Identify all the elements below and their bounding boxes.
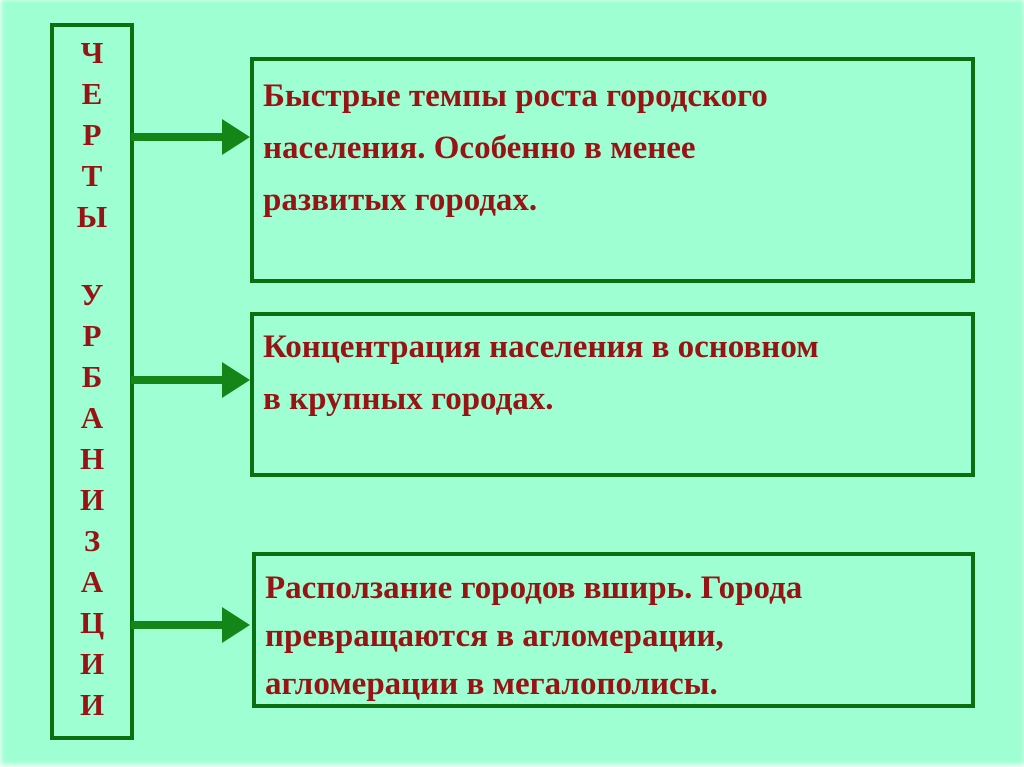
feature-box-1-line-1: Быстрые темпы роста городского [263, 78, 768, 114]
arrow-shaft [131, 133, 225, 141]
vertical-letter: Р [82, 117, 102, 152]
vertical-letter: И [79, 482, 105, 517]
vertical-letter: И [79, 646, 105, 681]
vertical-letter: Т [81, 158, 103, 193]
feature-box-2-line-2: в крупных городах. [263, 381, 554, 417]
vertical-letter: Ч [80, 35, 104, 70]
vertical-letter: Ы [76, 199, 108, 234]
vertical-letter: И [79, 687, 105, 722]
vertical-letter: А [80, 400, 104, 435]
feature-box-3-line-3: агломерации в мегалополисы. [265, 666, 718, 702]
arrow-shaft [131, 376, 225, 384]
arrow-1 [131, 119, 250, 155]
vertical-letter: Н [79, 441, 105, 476]
vertical-letter: З [83, 523, 101, 558]
vertical-letter: А [80, 564, 104, 599]
arrow-3 [131, 607, 250, 643]
vertical-letter: Р [82, 318, 102, 353]
vertical-letter: Б [81, 359, 103, 394]
arrow-head-icon [222, 119, 250, 155]
feature-box-2: Концентрация населения в основном в круп… [250, 312, 975, 477]
vertical-letter: Е [81, 76, 103, 111]
vertical-letter: У [80, 277, 104, 312]
arrow-2 [131, 362, 250, 398]
feature-box-1-line-2: населения. Особенно в менее [263, 130, 696, 166]
arrow-head-icon [222, 607, 250, 643]
feature-box-1-line-3: развитых городах. [263, 182, 538, 218]
feature-box-2-line-1: Концентрация населения в основном [263, 329, 819, 365]
feature-box-1: Быстрые темпы роста городского населения… [250, 57, 975, 283]
feature-box-3: Расползание городов вширь. Города превра… [252, 552, 975, 708]
vertical-letter: Ц [79, 605, 105, 640]
feature-box-3-line-1: Расползание городов вширь. Города [265, 570, 803, 606]
feature-box-3-line-2: превращаются в агломерации, [265, 618, 724, 654]
arrow-head-icon [222, 362, 250, 398]
arrow-shaft [131, 621, 225, 629]
